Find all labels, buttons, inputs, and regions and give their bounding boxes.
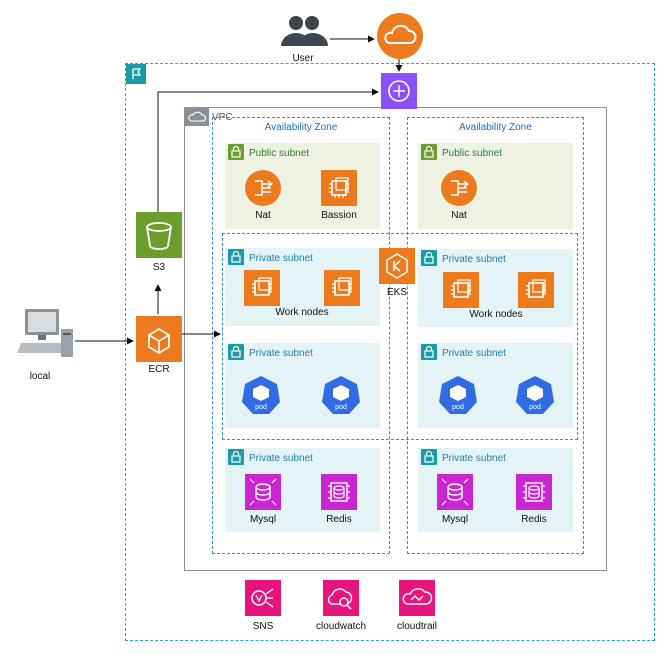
k8s-pod-icon: pod: [439, 376, 477, 414]
lock-icon: [228, 344, 244, 360]
private-subnet-title: Private subnet: [249, 453, 313, 464]
public-subnet-title: Public subnet: [249, 148, 310, 159]
mysql-label: Mysql: [249, 514, 277, 525]
s3-bucket-icon: [136, 212, 182, 258]
pod-text: pod: [335, 404, 347, 411]
pod-text: pod: [255, 404, 267, 411]
lock-icon: [421, 344, 437, 360]
cloudtrail-icon: [399, 580, 435, 616]
ec2-instance-icon: [321, 170, 357, 206]
redis-label: Redis: [521, 514, 547, 525]
cloudwatch-icon: [323, 580, 359, 616]
k8s-pod-icon: pod: [242, 376, 280, 414]
cloudtrail-label: cloudtrail: [396, 621, 438, 632]
lock-icon: [421, 250, 437, 266]
k8s-pod-icon: pod: [322, 376, 360, 414]
local-label: local: [29, 371, 51, 382]
availability-zone-left: Availability Zone: [212, 117, 390, 554]
ec2-worknode-icon: [443, 272, 479, 308]
pod-text: pod: [452, 404, 464, 411]
availability-zone-right: Availability Zone: [407, 117, 584, 554]
private-subnet-title: Private subnet: [442, 348, 506, 359]
elasticache-redis-icon: [516, 474, 552, 510]
s3-label: S3: [152, 262, 166, 273]
internet-gateway-icon: [381, 73, 417, 109]
availability-zone-left-title: Availability Zone: [264, 122, 338, 133]
public-subnet-title: Public subnet: [442, 148, 503, 159]
nat-gateway-icon: [245, 170, 281, 206]
computer-icon: [17, 309, 73, 357]
ec2-worknode-icon: [518, 272, 554, 308]
ecr-label: ECR: [148, 364, 170, 375]
private-subnet-title: Private subnet: [442, 254, 506, 265]
availability-zone-right-title: Availability Zone: [459, 122, 532, 133]
rds-mysql-icon: [245, 474, 281, 510]
users-icon: [281, 16, 328, 46]
bastion-label: Bassion: [321, 210, 357, 221]
eks-cluster-boundary: [222, 233, 578, 440]
region-flag-icon: [126, 64, 146, 84]
pod-text: pod: [529, 404, 541, 411]
lock-icon: [421, 144, 437, 160]
redis-label: Redis: [326, 514, 352, 525]
sns-icon: [245, 580, 281, 616]
sns-label: SNS: [252, 621, 274, 632]
private-subnet-title: Private subnet: [442, 453, 506, 464]
eks-label: EKS: [386, 287, 407, 298]
cloudfront-icon: [377, 13, 423, 59]
cloudwatch-label: cloudwatch: [315, 621, 367, 632]
aws-region-boundary: [125, 63, 655, 641]
ec2-worknode-icon: [324, 270, 360, 306]
user-label: User: [292, 53, 314, 64]
work-nodes-label: Work nodes: [469, 309, 523, 320]
lock-icon: [228, 144, 244, 160]
lock-icon: [228, 449, 244, 465]
s3-to-gateway-line: [157, 88, 379, 212]
nat-gateway-icon: [441, 170, 477, 206]
lock-icon: [228, 249, 244, 265]
ecr-icon: [136, 316, 182, 362]
vpc-icon: [185, 108, 209, 126]
private-subnet-title: Private subnet: [249, 348, 313, 359]
elasticache-redis-icon: [321, 474, 357, 510]
private-subnet-title: Private subnet: [249, 253, 313, 264]
nat-label: Nat: [451, 210, 467, 221]
eks-icon: [379, 248, 415, 284]
mysql-label: Mysql: [441, 514, 469, 525]
work-nodes-label: Work nodes: [275, 307, 329, 318]
lock-icon: [421, 449, 437, 465]
nat-label: Nat: [255, 210, 271, 221]
k8s-pod-icon: pod: [516, 376, 554, 414]
rds-mysql-icon: [437, 474, 473, 510]
ec2-worknode-icon: [244, 270, 280, 306]
